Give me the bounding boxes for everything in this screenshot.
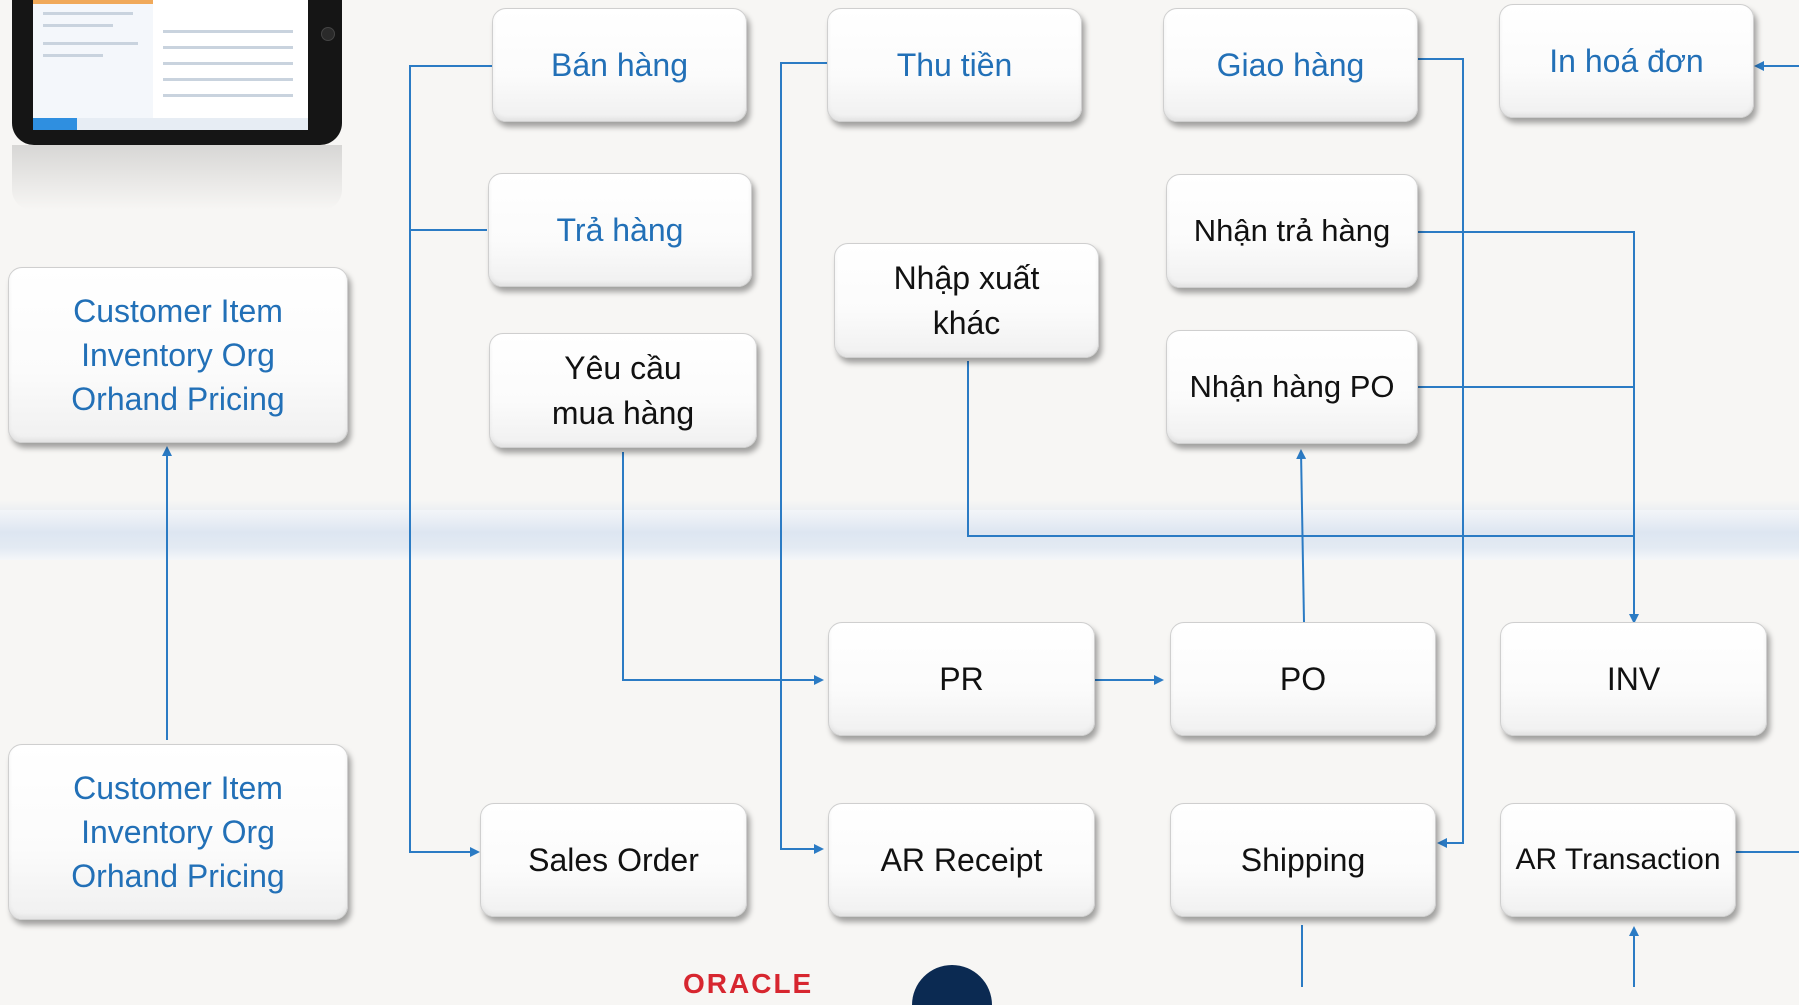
tra-hang-label: Trả hàng (556, 211, 684, 248)
tablet-active-tab (33, 118, 77, 130)
giao-hang-label: Giao hàng (1216, 46, 1365, 83)
nhap-xuat-khac-box[interactable]: Nhập xuất khác (834, 243, 1099, 358)
nhan-tra-hang-box[interactable]: Nhận trả hàng (1166, 174, 1418, 288)
tablet-row (43, 12, 133, 15)
po-label: PO (1279, 660, 1327, 697)
shipping-label: Shipping (1240, 841, 1366, 878)
tablet-row (163, 78, 293, 81)
ar-transaction-box[interactable]: AR Transaction (1500, 803, 1736, 917)
master-data-bottom-label: Customer Item Inventory Org Orhand Prici… (71, 769, 285, 895)
tablet-list-panel (33, 0, 153, 130)
in-hoa-don-label: In hoá đơn (1549, 42, 1704, 79)
master-data-top-label: Customer Item Inventory Org Orhand Prici… (71, 292, 285, 418)
nhan-hang-po-box[interactable]: Nhận hàng PO (1166, 330, 1418, 444)
yeu-cau-mua-hang-label: Yêu cầu mua hàng (551, 350, 695, 431)
inv-label: INV (1606, 660, 1661, 697)
ban-hang-box[interactable]: Bán hàng (492, 8, 747, 122)
giao-hang-box[interactable]: Giao hàng (1163, 8, 1418, 122)
tablet-row (43, 54, 103, 57)
nhan-tra-hang-label: Nhận trả hàng (1193, 212, 1391, 248)
ban-hang-label: Bán hàng (550, 46, 688, 83)
tablet-selected-row (33, 0, 153, 4)
in-hoa-don-box[interactable]: In hoá đơn (1499, 4, 1754, 118)
connector-thu-tien-to-ar-receipt (780, 62, 827, 854)
tablet-row (163, 46, 293, 49)
tablet-row (43, 42, 138, 45)
thu-tien-label: Thu tiền (896, 46, 1013, 83)
ar-transaction-label: AR Transaction (1515, 843, 1721, 877)
ar-receipt-box[interactable]: AR Receipt (828, 803, 1095, 917)
pr-box[interactable]: PR (828, 622, 1095, 736)
master-data-bottom-box[interactable]: Customer Item Inventory Org Orhand Prici… (8, 744, 348, 920)
ar-receipt-label: AR Receipt (880, 841, 1043, 878)
nhan-hang-po-label: Nhận hàng PO (1189, 368, 1395, 404)
oracle-logo: ORACLE (683, 968, 814, 999)
tablet-row (43, 24, 113, 27)
tablet-reflection (12, 145, 342, 210)
sales-order-box[interactable]: Sales Order (480, 803, 747, 917)
tablet-tab-bar (33, 118, 308, 130)
connector-nhap-xuat-khac-to-inv (967, 361, 1634, 537)
tra-hang-box[interactable]: Trả hàng (488, 173, 752, 287)
connector-ban-hang-to-sales-order (409, 65, 492, 857)
tablet-home-button (321, 27, 335, 41)
pr-label: PR (939, 660, 984, 697)
connector-yeu-cau-to-pr (622, 452, 824, 685)
inv-box[interactable]: INV (1500, 622, 1767, 736)
connector-nhan-tra-hang-to-inv (1418, 231, 1639, 624)
master-data-top-box[interactable]: Customer Item Inventory Org Orhand Prici… (8, 267, 348, 443)
tablet-screen (33, 0, 308, 130)
shipping-box[interactable]: Shipping (1170, 803, 1436, 917)
nhap-xuat-khac-label: Nhập xuất khác (893, 260, 1040, 341)
po-box[interactable]: PO (1170, 622, 1436, 736)
sales-order-label: Sales Order (528, 841, 699, 878)
thu-tien-box[interactable]: Thu tiền (827, 8, 1082, 122)
tablet-row (163, 94, 293, 97)
tablet-row (163, 30, 293, 33)
connector-giao-hang-to-shipping (1418, 58, 1464, 848)
tablet-row (163, 62, 293, 65)
connector-po-to-nhan-hang-po (1296, 449, 1307, 623)
yeu-cau-mua-hang-box[interactable]: Yêu cầu mua hàng (489, 333, 757, 448)
